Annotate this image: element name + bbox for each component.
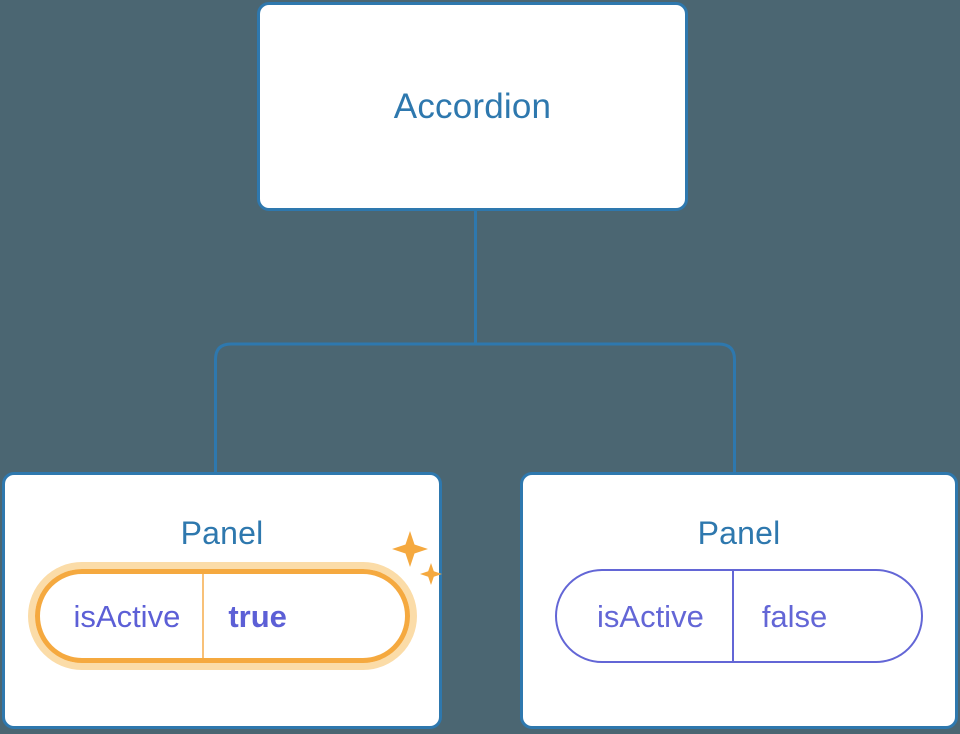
node-accordion-title: Accordion [393, 87, 552, 126]
connector-branch-right [475, 342, 736, 472]
node-accordion[interactable]: Accordion [257, 2, 688, 211]
node-panel-right-title: Panel [697, 515, 781, 551]
node-panel-right[interactable]: Panel isActive false [520, 472, 958, 729]
connector-branch-left [214, 342, 476, 472]
node-panel-left[interactable]: Panel isActive true [2, 472, 442, 729]
prop-pill-right-wrapper: isActive false [555, 569, 923, 663]
prop-key-label: isActive [73, 598, 181, 634]
prop-pill-left-wrapper: isActive true [34, 531, 442, 663]
prop-pill-is-active-false[interactable]: isActive false [555, 569, 923, 663]
prop-value-label: true [202, 574, 321, 658]
prop-pill-is-active-true[interactable]: isActive true [34, 569, 410, 663]
prop-value-label: false [731, 571, 867, 661]
prop-key-label: isActive [597, 598, 704, 634]
node-panel-left-title: Panel [180, 515, 264, 551]
